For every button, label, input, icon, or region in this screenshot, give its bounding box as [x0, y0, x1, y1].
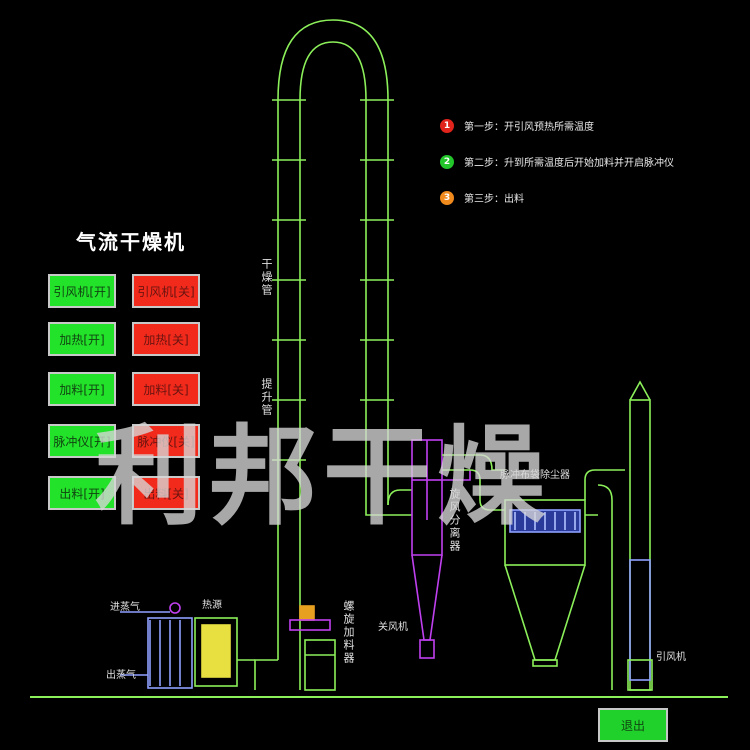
connector-pipe: [442, 454, 505, 511]
fan-off-button[interactable]: 引风机[关]: [132, 274, 200, 308]
step-1-marker: 1: [440, 118, 454, 133]
feed-on-button[interactable]: 加料[开]: [48, 372, 116, 406]
fan-chimney: [585, 380, 653, 691]
dryer-tube: [254, 19, 412, 690]
discharge-on-button[interactable]: 出料[开]: [48, 476, 116, 510]
heat-source: [120, 602, 255, 689]
heat-source-label: 热源: [202, 600, 222, 611]
bag-filter: [504, 469, 625, 667]
step-2: 2 第二步：升到所需温度后开始加料并开启脉冲仪: [440, 154, 674, 169]
cyclone-separator: [411, 439, 471, 659]
heat-off-button[interactable]: 加热[关]: [132, 322, 200, 356]
fan-on-button[interactable]: 引风机[开]: [48, 274, 116, 308]
screw-feeder: [289, 605, 336, 691]
discharge-off-button[interactable]: 出料[关]: [132, 476, 200, 510]
bag-filter-label: 脉冲布袋除尘器: [500, 470, 570, 481]
screw-feeder-label: 螺旋加料器: [342, 600, 355, 665]
airlock-label: 关风机: [378, 622, 408, 633]
riser-label: 提升管: [260, 378, 273, 417]
dry-pipe-label: 干燥管: [260, 258, 273, 297]
cyclone-label: 旋风分离器: [448, 488, 461, 553]
step-2-text: 第二步：升到所需温度后开始加料并开启脉冲仪: [464, 158, 674, 169]
step-1: 1 第一步：开引风预热所需温度: [440, 118, 594, 133]
watermark: 利邦干燥: [95, 414, 552, 540]
step-3-marker: 3: [440, 190, 454, 205]
pulse-on-button[interactable]: 脉冲仪[开]: [48, 424, 116, 458]
exit-button[interactable]: 退出: [598, 708, 668, 742]
heat-on-button[interactable]: 加热[开]: [48, 322, 116, 356]
steam-in-label: 进蒸气: [110, 602, 140, 613]
steam-out-label: 出蒸气: [106, 670, 136, 681]
step-1-text: 第一步：开引风预热所需温度: [464, 122, 594, 133]
step-3: 3 第三步：出料: [440, 190, 524, 205]
step-2-marker: 2: [440, 154, 454, 169]
pulse-off-button[interactable]: 脉冲仪[关]: [132, 424, 200, 458]
step-3-text: 第三步：出料: [464, 194, 524, 205]
feed-off-button[interactable]: 加料[关]: [132, 372, 200, 406]
page-title: 气流干燥机: [76, 230, 186, 254]
fan-label: 引风机: [656, 652, 686, 663]
